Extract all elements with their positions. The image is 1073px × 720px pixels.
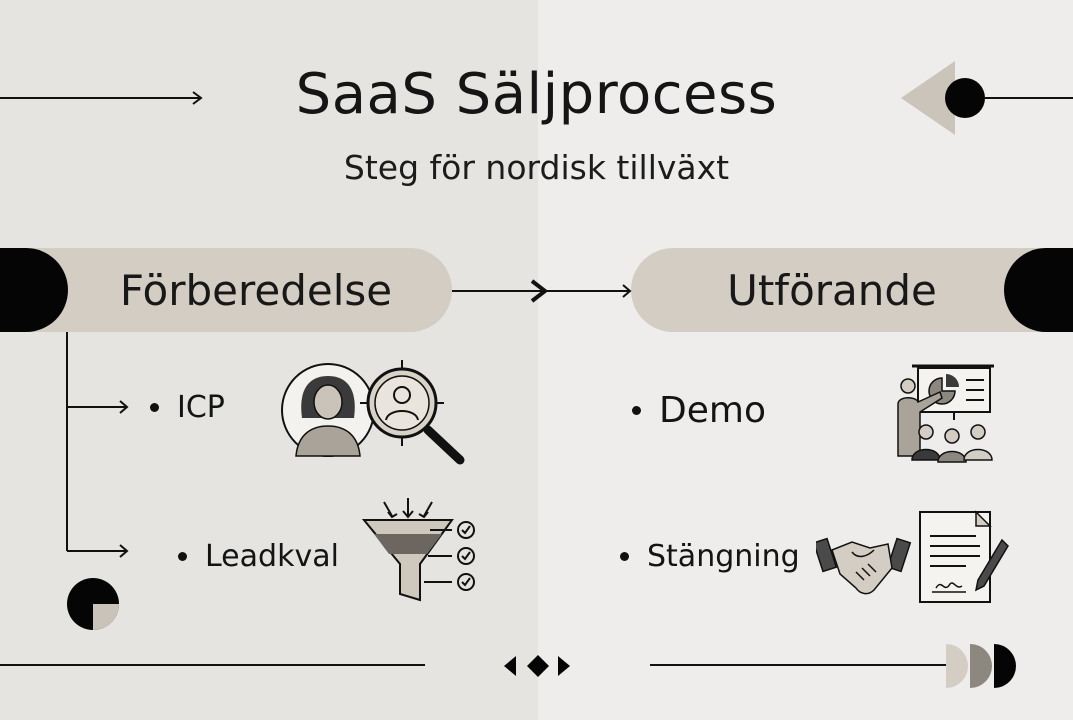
funnel-checklist-icon: [362, 498, 475, 602]
center-diamond-decoration: [504, 655, 570, 677]
corner-shape-decoration: [67, 578, 119, 630]
item-icp-label: ICP: [177, 390, 225, 425]
preparation-branch-lines: [66, 332, 129, 558]
page-title: SaaS Säljprocess: [295, 62, 778, 127]
semicircle-sequence-decoration: [946, 644, 1016, 688]
phase-execution-label: Utförande: [727, 265, 937, 315]
page-subtitle: Steg för nordisk tillväxt: [343, 148, 730, 187]
item-leadkval-label: Leadkval: [205, 539, 339, 574]
phase-connector-arrow: [452, 279, 632, 303]
handshake-contract-icon: [816, 510, 1009, 603]
phase-preparation-marker: [0, 248, 68, 332]
phase-preparation-pill: Förberedelse: [0, 248, 452, 332]
top-right-pointer-decoration: [901, 61, 1073, 135]
bullet-dot: [620, 552, 629, 561]
bottom-left-line: [0, 664, 425, 666]
phase-execution-pill: Utförande: [631, 248, 1073, 332]
phase-execution-marker: [1004, 248, 1073, 332]
persona-search-icon: [281, 360, 465, 465]
phase-preparation-label: Förberedelse: [119, 265, 393, 315]
item-demo: Demo: [632, 390, 766, 431]
bullet-dot: [150, 403, 159, 412]
top-left-arrow: [0, 91, 203, 105]
presentation-audience-icon: [897, 364, 994, 463]
item-leadkval: Leadkval: [178, 539, 339, 574]
item-icp: ICP: [150, 390, 225, 425]
item-stangning-label: Stängning: [647, 539, 800, 574]
bullet-dot: [632, 406, 641, 415]
bullet-dot: [178, 552, 187, 561]
item-stangning: Stängning: [620, 539, 800, 574]
bottom-right-line: [650, 664, 948, 666]
item-demo-label: Demo: [659, 390, 766, 431]
